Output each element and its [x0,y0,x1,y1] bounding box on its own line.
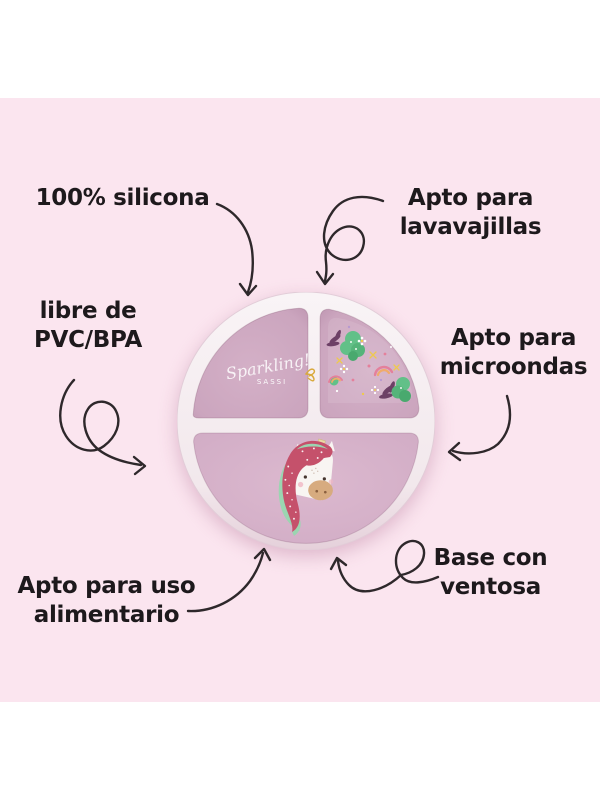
label-uso-alimentario-line1: Apto para uso [17,573,196,599]
brand-name-text: SASSI [257,378,287,386]
gold-butterfly-icon [305,368,316,382]
plate-compartment-top-left [192,307,309,419]
label-pvc-bpa: libre de PVC/BPA [13,297,163,355]
label-microondas-line2: microondas [439,354,588,380]
label-lavavajillas: Apto para lavavajillas [393,184,548,242]
label-ventosa-line2: ventosa [440,574,541,600]
label-lavavajillas-line1: Apto para [407,185,534,211]
leaf-spray-icon [326,329,395,399]
floral-pattern [326,317,413,403]
label-ventosa-line1: Base con [433,545,548,571]
tree-icon [329,331,411,402]
unicorn-illustration [278,438,335,536]
label-microondas-line1: Apto para [450,325,577,351]
label-microondas: Apto para microondas [436,324,591,382]
label-pvc-bpa-line2: PVC/BPA [34,327,142,353]
label-silicona-text: 100% silicona [35,185,210,211]
flower-dots [335,325,400,396]
label-lavavajillas-line2: lavavajillas [399,214,542,240]
label-silicona: 100% silicona [25,184,220,213]
rainbow-icon [328,365,394,383]
product-image-plate: Sparkling! SASSI [177,292,435,550]
label-pvc-bpa-line1: libre de [39,298,137,324]
label-uso-alimentario: Apto para uso alimentario [14,572,199,630]
label-uso-alimentario-line2: alimentario [33,602,180,628]
label-ventosa: Base con ventosa [428,544,553,602]
